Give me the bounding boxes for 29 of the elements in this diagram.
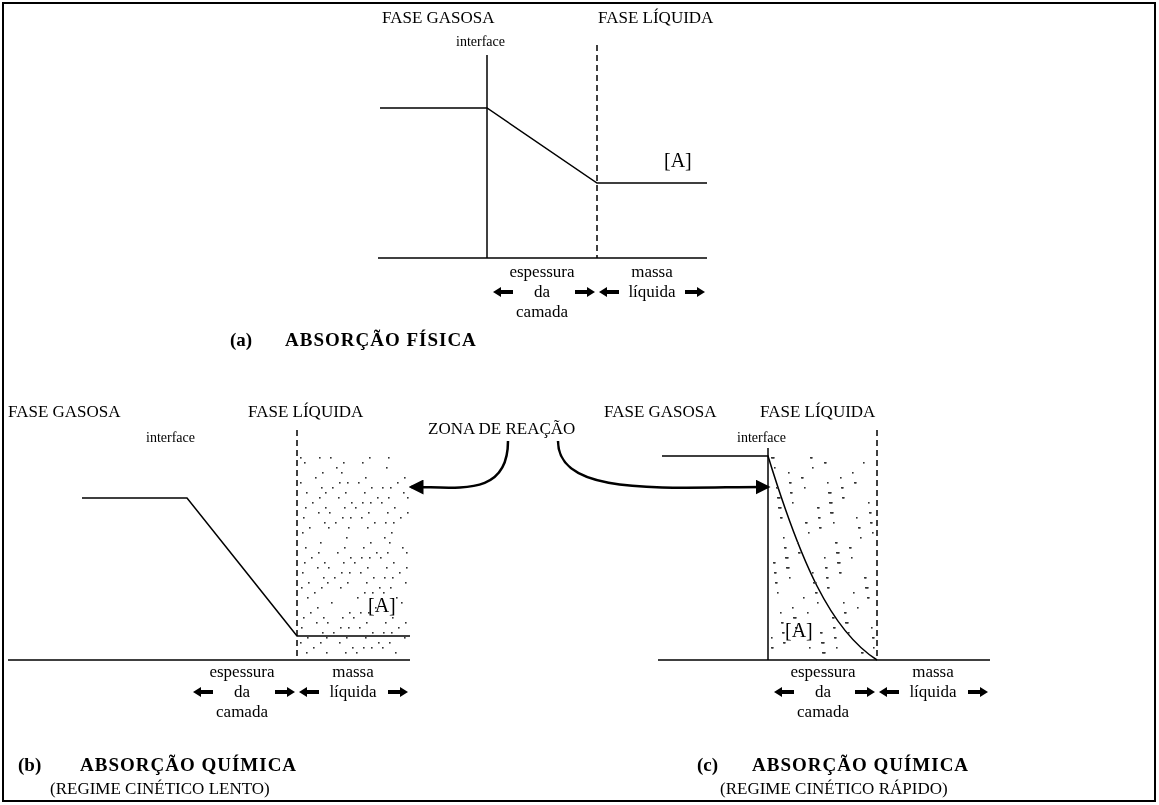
region-label: massa líquida [627, 262, 677, 302]
phase-label: FASE GASOSA [382, 8, 495, 28]
region-label: massa líquida [328, 662, 378, 702]
panel-title: ABSORÇÃO QUÍMICA [80, 755, 298, 775]
region-label: espessura da camada [789, 662, 857, 722]
callout-text: ZONA DE REAÇÃO [428, 418, 598, 440]
region-label: espessura da camada [208, 662, 276, 722]
phase-label: FASE LÍQUIDA [760, 402, 876, 422]
leader-arrow [408, 440, 510, 495]
phase-label: FASE LÍQUIDA [248, 402, 364, 422]
panel-letter: (a) [230, 330, 253, 350]
phase-label: FASE LÍQUIDA [598, 8, 714, 28]
phase-label: FASE GASOSA [8, 402, 121, 422]
panel-subtitle: (REGIME CINÉTICO RÁPIDO) [720, 779, 948, 799]
interface-label: interface [737, 429, 786, 447]
phase-label: FASE GASOSA [604, 402, 717, 422]
panel-subtitle: (REGIME CINÉTICO LENTO) [50, 779, 270, 799]
panel-letter: (b) [18, 755, 42, 775]
interface-label: interface [146, 429, 195, 447]
concentration-label: [A] [785, 620, 813, 640]
region-label: massa líquida [908, 662, 958, 702]
concentration-label: [A] [664, 150, 692, 170]
interface-label: interface [456, 33, 505, 51]
panel-title: ABSORÇÃO FÍSICA [285, 330, 477, 350]
leader-arrow [556, 440, 771, 495]
panel-title: ABSORÇÃO QUÍMICA [752, 755, 970, 775]
region-label: espessura da camada [508, 262, 576, 322]
panel-letter: (c) [697, 755, 719, 775]
concentration-label: [A] [368, 595, 396, 615]
